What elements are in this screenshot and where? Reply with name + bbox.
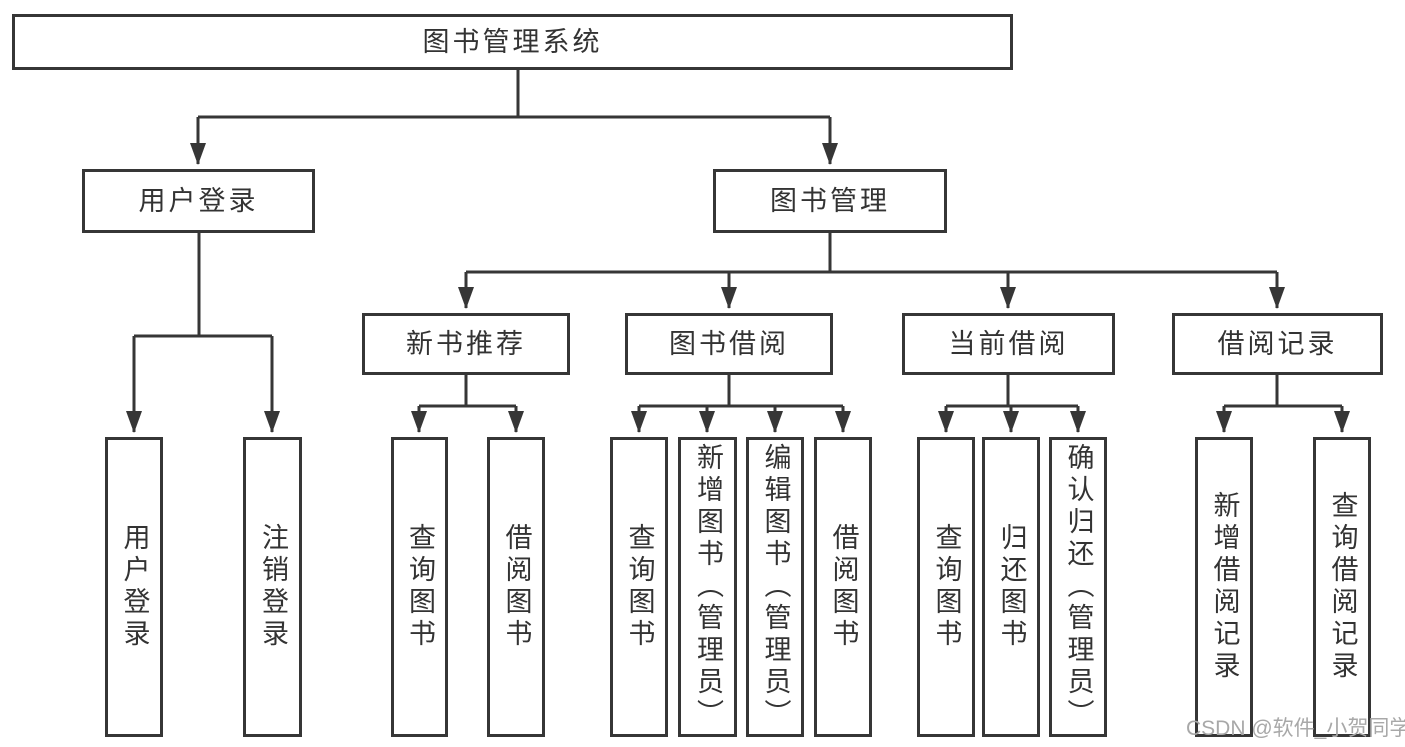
- node-book-management: 图书管理: [713, 169, 947, 233]
- leaf-add-borrow-record: 新增借阅记录: [1195, 437, 1253, 737]
- leaf-query-books-borrow-label: 查询图书: [624, 523, 655, 651]
- leaf-query-borrow-record-label: 查询借阅记录: [1327, 491, 1358, 683]
- node-book-borrow-label: 图书借阅: [669, 328, 789, 359]
- leaf-add-book-admin: 新增图书（管理员）: [678, 437, 737, 737]
- leaf-user-login: 用户登录: [105, 437, 163, 737]
- leaf-query-books-recommend: 查询图书: [391, 437, 448, 737]
- leaf-query-books-borrow: 查询图书: [610, 437, 668, 737]
- leaf-add-borrow-record-label: 新增借阅记录: [1209, 491, 1240, 683]
- leaf-return-book-label: 归还图书: [996, 523, 1027, 651]
- leaf-user-login-label: 用户登录: [119, 523, 150, 651]
- leaf-borrow-books-recommend-label: 借阅图书: [501, 523, 532, 651]
- leaf-logout-label: 注销登录: [258, 523, 288, 651]
- leaf-return-book: 归还图书: [982, 437, 1040, 737]
- node-book-management-label: 图书管理: [770, 185, 890, 216]
- leaf-edit-book-admin-label: 编辑图书（管理员）: [760, 443, 791, 731]
- node-new-book-recommend: 新书推荐: [362, 313, 570, 375]
- leaf-confirm-return-admin: 确认归还（管理员）: [1049, 437, 1107, 737]
- leaf-borrow-books-recommend: 借阅图书: [487, 437, 545, 737]
- node-borrow-records-label: 借阅记录: [1217, 328, 1338, 359]
- node-root-label: 图书管理系统: [422, 26, 603, 57]
- node-book-borrow: 图书借阅: [625, 313, 833, 375]
- leaf-edit-book-admin: 编辑图书（管理员）: [746, 437, 804, 737]
- leaf-logout: 注销登录: [243, 437, 302, 737]
- node-current-borrow: 当前借阅: [902, 313, 1115, 375]
- node-new-book-recommend-label: 新书推荐: [406, 328, 526, 359]
- node-user-login: 用户登录: [82, 169, 315, 233]
- leaf-confirm-return-admin-label: 确认归还（管理员）: [1063, 443, 1094, 731]
- leaf-query-books-current-label: 查询图书: [931, 523, 962, 651]
- node-borrow-records: 借阅记录: [1172, 313, 1383, 375]
- leaf-query-books-current: 查询图书: [917, 437, 975, 737]
- leaf-query-books-recommend-label: 查询图书: [405, 523, 435, 651]
- leaf-add-book-admin-label: 新增图书（管理员）: [693, 443, 723, 731]
- node-root: 图书管理系统: [12, 14, 1013, 70]
- leaf-query-borrow-record: 查询借阅记录: [1313, 437, 1371, 737]
- leaf-borrow-books-borrow-label: 借阅图书: [828, 523, 859, 651]
- leaf-borrow-books-borrow: 借阅图书: [814, 437, 872, 737]
- node-current-borrow-label: 当前借阅: [948, 328, 1069, 359]
- node-user-login-label: 用户登录: [138, 185, 259, 216]
- csdn-watermark: CSDN @软件_小贺同学: [1186, 717, 1405, 740]
